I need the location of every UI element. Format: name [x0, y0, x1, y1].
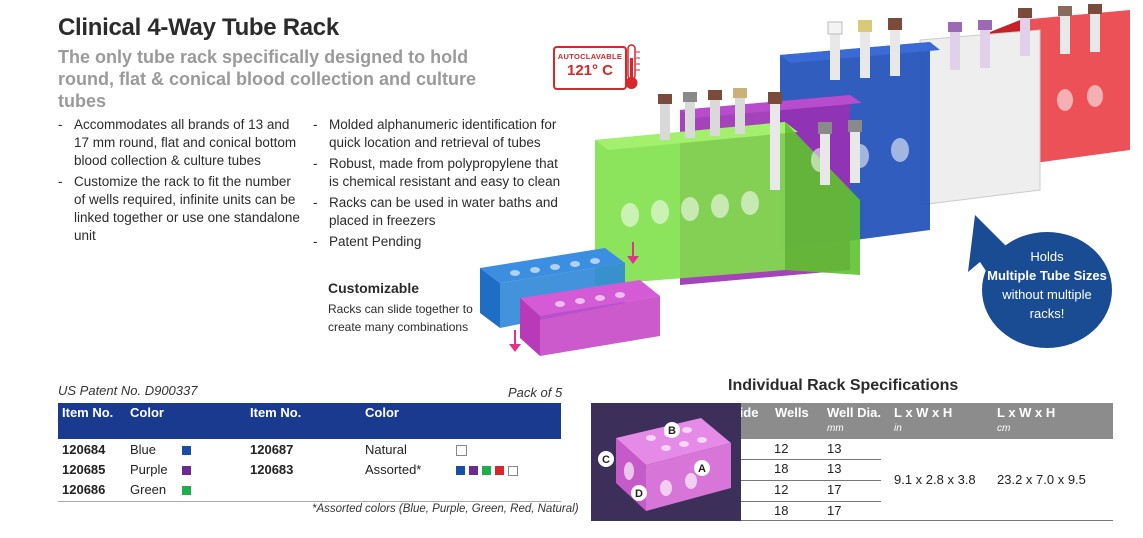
specs-rows: 12 13 18 13 12 17 18 17 9.1 x 2.8 x 3.8 …: [591, 440, 1113, 521]
spec-dia: 13: [827, 461, 842, 476]
spec-wells: 12: [774, 482, 789, 497]
header-color: Color: [130, 405, 164, 420]
color-swatch: [182, 466, 191, 475]
feature-item: - Patent Pending: [313, 234, 422, 249]
patent-number: US Patent No. D900337: [58, 383, 198, 398]
color-swatch: [482, 466, 491, 475]
subtitle-line-1: The only tube rack specifically designed…: [58, 47, 469, 67]
color-swatch: [456, 445, 467, 456]
multiple-sizes-bubble: Holds Multiple Tube Sizes without multip…: [982, 232, 1112, 348]
page-subtitle: The only tube rack specifically designed…: [58, 46, 528, 112]
specs-title: Individual Rack Specifications: [728, 377, 959, 394]
table-row: 120683 Assorted*: [250, 462, 560, 482]
color-swatch: [508, 466, 518, 476]
badge-label: AUTOCLAVABLE: [557, 52, 623, 61]
header-lwh-cm: L x W x H: [997, 405, 1056, 420]
rack-sides-diagram: B C A D: [591, 403, 741, 521]
spec-dia: 17: [827, 482, 842, 497]
spec-dia: 13: [827, 441, 842, 456]
customizable-text: Racks can slide together to create many …: [328, 302, 473, 334]
badge-temperature: 121° C: [566, 62, 614, 79]
feature-item: - Molded alphanumeric identification for…: [313, 117, 557, 150]
header-wells: Wells: [775, 405, 809, 420]
side-label-c: C: [602, 454, 610, 466]
customizable-racks-illustration: [480, 242, 660, 356]
color-swatch: [182, 446, 191, 455]
spec-dia: 17: [827, 503, 842, 518]
table-row: 120687 Natural: [250, 442, 560, 462]
row-divider: [731, 520, 1113, 521]
ordering-right-rows: 120687 Natural 120683 Assorted*: [250, 442, 560, 482]
thermometer-icon: [625, 44, 640, 89]
page-title: Clinical 4-Way Tube Rack: [58, 14, 339, 41]
header-lwh-in-unit: in: [894, 423, 902, 434]
spec-dims-in: 9.1 x 2.8 x 3.8: [894, 472, 976, 487]
side-label-a: A: [698, 463, 706, 475]
side-label-d: D: [635, 488, 643, 500]
row-divider: [731, 459, 881, 460]
header-item-no: Item No.: [250, 405, 302, 420]
customizable-title: Customizable: [328, 280, 420, 296]
table-row: 120686 Green: [58, 482, 258, 502]
color-swatch: [469, 466, 478, 475]
side-label-b: B: [668, 425, 676, 437]
spec-dims-cm: 23.2 x 7.0 x 9.5: [997, 472, 1086, 487]
subtitle-line-2: round, flat & conical blood collection a…: [58, 69, 477, 111]
autoclavable-badge: AUTOCLAVABLE 121° C: [553, 46, 627, 90]
header-well-dia: Well Dia.: [827, 405, 881, 420]
pack-size: Pack of 5: [508, 385, 563, 400]
row-divider: [731, 501, 881, 502]
spec-wells: 12: [774, 441, 789, 456]
row-divider: [731, 480, 881, 481]
color-swatch: [456, 466, 465, 475]
color-swatch: [495, 466, 504, 475]
ordering-table-header: Item No. Color Item No. Color: [58, 403, 561, 439]
spec-wells: 18: [774, 503, 789, 518]
header-lwh-in: L x W x H: [894, 405, 953, 420]
table-row: 120685 Purple: [58, 462, 258, 482]
table-row: 120684 Blue: [58, 442, 258, 462]
table-divider: [58, 501, 561, 502]
color-swatch: [182, 486, 191, 495]
assorted-footnote: *Assorted colors (Blue, Purple, Green, R…: [312, 503, 579, 515]
header-color: Color: [365, 405, 399, 420]
header-well-dia-unit: mm: [827, 423, 844, 434]
header-item-no: Item No.: [62, 405, 114, 420]
spec-wells: 18: [774, 461, 789, 476]
ordering-left-rows: 120684 Blue 120685 Purple 120686 Green: [58, 442, 258, 502]
header-lwh-cm-unit: cm: [997, 423, 1011, 434]
tube-racks-illustration: [595, 4, 1130, 290]
features-right: - Molded alphanumeric identification for…: [313, 116, 568, 254]
